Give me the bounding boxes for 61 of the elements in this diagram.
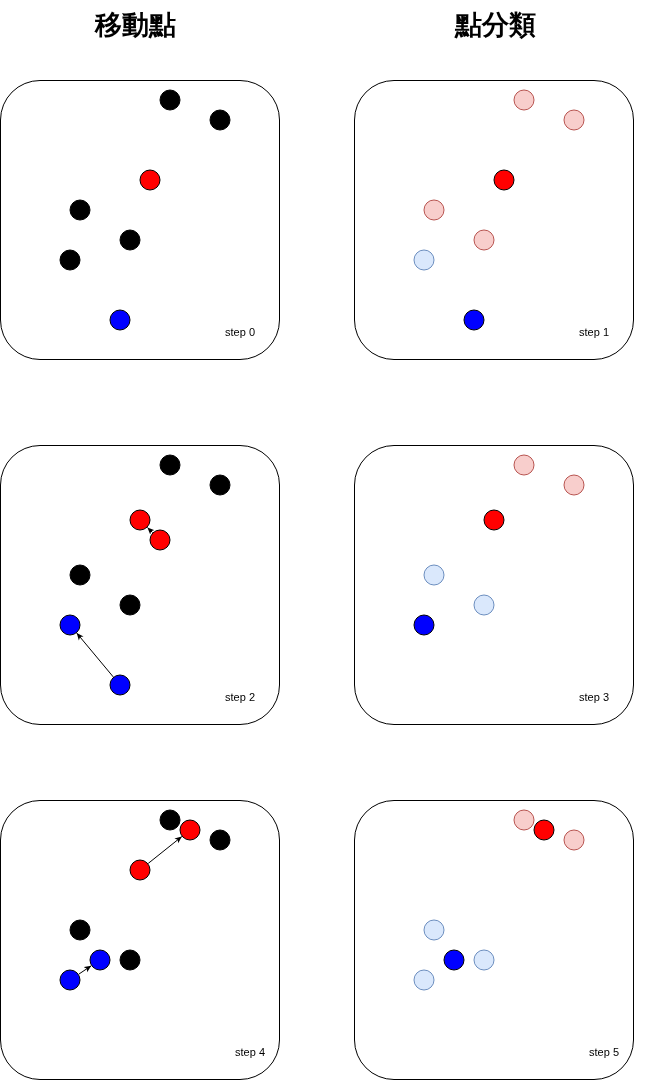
data-point [473, 229, 495, 251]
data-point [159, 809, 181, 831]
step-label: step 1 [579, 326, 609, 339]
data-point [159, 89, 181, 111]
centroid-point [443, 949, 465, 971]
arrow [76, 632, 114, 678]
data-point [473, 949, 495, 971]
centroid-point [463, 309, 485, 331]
step-label: step 4 [235, 1046, 265, 1059]
step-panel [354, 800, 634, 1080]
data-point [413, 249, 435, 271]
step-label: step 2 [225, 691, 255, 704]
data-point [513, 809, 535, 831]
step-panel [354, 80, 634, 360]
data-point [423, 199, 445, 221]
data-point [563, 829, 585, 851]
data-point [413, 969, 435, 991]
centroid-point [149, 529, 171, 551]
centroid-point [59, 614, 81, 636]
centroid-point [413, 614, 435, 636]
step-label: step 5 [589, 1046, 619, 1059]
arrow [147, 836, 183, 864]
data-point [59, 249, 81, 271]
data-point [119, 229, 141, 251]
arrow [146, 526, 155, 535]
centroid-point [179, 819, 201, 841]
data-point [119, 594, 141, 616]
data-point [513, 454, 535, 476]
data-point [159, 454, 181, 476]
centroid-point [109, 674, 131, 696]
centroid-point [129, 509, 151, 531]
data-point [423, 919, 445, 941]
step-panel [354, 445, 634, 725]
data-point [69, 199, 91, 221]
step-label: step 3 [579, 691, 609, 704]
data-point [209, 474, 231, 496]
centroid-point [59, 969, 81, 991]
data-point [69, 564, 91, 586]
data-point [513, 89, 535, 111]
centroid-point [493, 169, 515, 191]
centroid-point [129, 859, 151, 881]
data-point [563, 109, 585, 131]
centroid-point [533, 819, 555, 841]
step-panel [0, 800, 280, 1080]
centroid-point [89, 949, 111, 971]
column-heading: 點分類 [454, 8, 536, 42]
arrow [78, 965, 92, 975]
data-point [563, 474, 585, 496]
centroid-point [483, 509, 505, 531]
data-point [209, 829, 231, 851]
column-heading: 移動點 [94, 8, 176, 42]
centroid-point [109, 309, 131, 331]
step-label: step 0 [225, 326, 255, 339]
step-panel [0, 80, 280, 360]
centroid-point [139, 169, 161, 191]
step-panel [0, 445, 280, 725]
data-point [473, 594, 495, 616]
data-point [69, 919, 91, 941]
data-point [209, 109, 231, 131]
data-point [119, 949, 141, 971]
data-point [423, 564, 445, 586]
